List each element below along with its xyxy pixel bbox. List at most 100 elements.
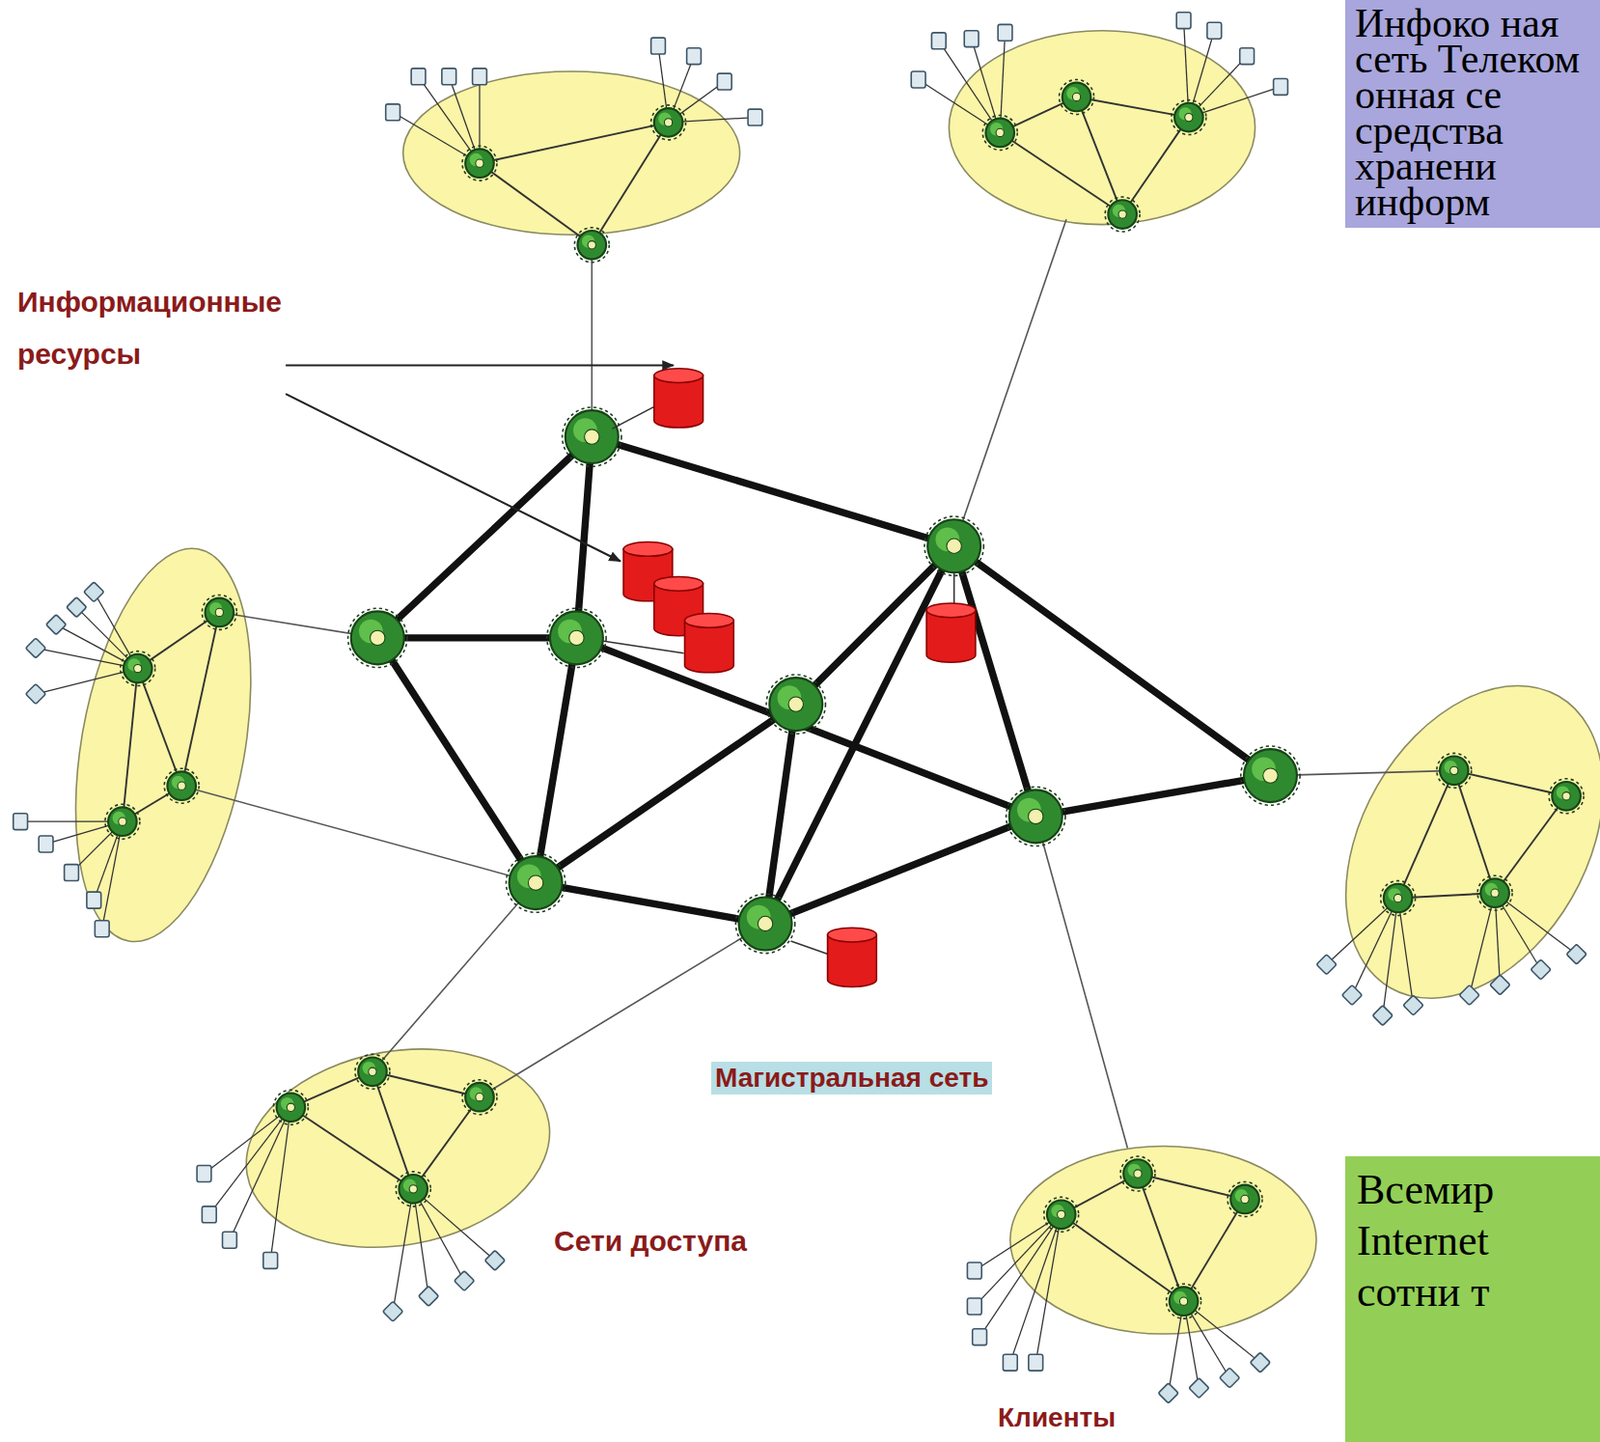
backbone-link xyxy=(954,546,1037,817)
client-terminal xyxy=(263,1251,278,1269)
router-center xyxy=(1450,766,1459,774)
access-link xyxy=(999,132,1123,215)
client-terminal xyxy=(26,637,47,659)
access-network xyxy=(403,71,741,235)
router-rim xyxy=(1548,778,1584,814)
router xyxy=(562,407,622,467)
client-terminal xyxy=(83,581,105,603)
router-center xyxy=(368,1067,377,1076)
router-rim xyxy=(1044,1196,1079,1232)
client-terminal xyxy=(1273,78,1289,95)
client-terminal xyxy=(66,597,87,618)
client-terminal xyxy=(86,891,102,909)
router-rim xyxy=(1436,752,1472,788)
client-terminal xyxy=(472,68,488,85)
client-terminal xyxy=(1028,1353,1044,1371)
access-link xyxy=(290,1106,414,1189)
uplink-line xyxy=(954,219,1067,546)
router-body xyxy=(351,610,405,664)
router-center xyxy=(1562,792,1571,800)
router-center xyxy=(569,630,584,645)
access-link xyxy=(1137,1173,1245,1199)
router-body xyxy=(1480,878,1510,908)
clients-label: Клиенты xyxy=(997,1401,1116,1435)
router-body xyxy=(108,806,138,836)
client-terminal xyxy=(196,1165,212,1183)
client-terminal xyxy=(972,1328,988,1346)
router xyxy=(1380,881,1416,916)
router-body xyxy=(1243,748,1297,802)
router xyxy=(1548,778,1584,814)
cylinder-top xyxy=(654,368,704,384)
router-body xyxy=(465,148,495,178)
storage-link xyxy=(790,940,828,955)
storage-cylinder xyxy=(926,603,976,663)
router-body xyxy=(1230,1185,1260,1214)
access-link xyxy=(1398,770,1455,898)
access-network xyxy=(230,1025,566,1270)
network-label: Магистральная сеть xyxy=(711,1061,993,1095)
router-center xyxy=(663,118,672,127)
cylinder-top xyxy=(685,612,735,628)
router xyxy=(355,1053,390,1089)
client-terminal xyxy=(1240,48,1255,65)
router xyxy=(1044,1196,1079,1232)
backbone-link xyxy=(377,437,592,638)
router-rim xyxy=(105,803,140,839)
router-center xyxy=(1263,768,1278,783)
router-center xyxy=(475,159,484,167)
router-body xyxy=(1169,1286,1199,1316)
router-body xyxy=(769,677,823,731)
router xyxy=(1104,196,1140,232)
client-terminal xyxy=(1249,1351,1270,1373)
client-terminal xyxy=(747,109,763,126)
router-body xyxy=(123,654,153,684)
router-body xyxy=(398,1174,428,1204)
router-rim xyxy=(574,227,609,263)
storage-cylinder xyxy=(827,927,878,987)
client-terminal xyxy=(1316,954,1337,975)
router xyxy=(924,516,984,576)
backbone-link xyxy=(377,637,536,883)
router xyxy=(574,227,609,263)
router-center xyxy=(475,1093,484,1102)
router-body xyxy=(358,1056,387,1086)
client-terminal xyxy=(1207,22,1222,39)
router-center xyxy=(527,875,543,890)
router-rim xyxy=(395,1171,431,1207)
router-rim xyxy=(651,105,687,140)
access-label: Сети доступа xyxy=(553,1223,747,1259)
storage-link xyxy=(611,406,655,429)
client-terminal xyxy=(1158,1382,1179,1404)
router-rim xyxy=(924,516,984,576)
client-terminal xyxy=(997,24,1013,41)
storage-cylinder xyxy=(654,368,704,428)
client-terminal xyxy=(1459,984,1480,1005)
router xyxy=(1006,786,1066,846)
client-link xyxy=(413,1188,496,1261)
router xyxy=(505,853,565,912)
router xyxy=(273,1089,308,1125)
backbone-link xyxy=(765,546,955,924)
router-rim xyxy=(273,1089,308,1125)
client-terminal xyxy=(94,920,110,938)
router-center xyxy=(118,817,127,826)
client-link xyxy=(418,76,480,164)
router-center xyxy=(370,630,386,645)
client-terminal xyxy=(966,1262,982,1279)
router-center xyxy=(1118,210,1127,219)
router-rim xyxy=(348,607,408,667)
router-center xyxy=(757,915,773,931)
client-terminal xyxy=(1176,12,1191,29)
router-center xyxy=(995,128,1004,137)
client-terminal xyxy=(454,1270,475,1292)
backbone-link xyxy=(954,546,1271,776)
client-terminal xyxy=(441,68,457,85)
router xyxy=(766,674,826,734)
router-body xyxy=(1107,199,1137,229)
client-link xyxy=(1382,898,1399,1017)
client-link xyxy=(413,1188,465,1281)
router-body xyxy=(205,598,235,628)
router xyxy=(395,1171,431,1207)
backbone-link xyxy=(591,437,954,547)
